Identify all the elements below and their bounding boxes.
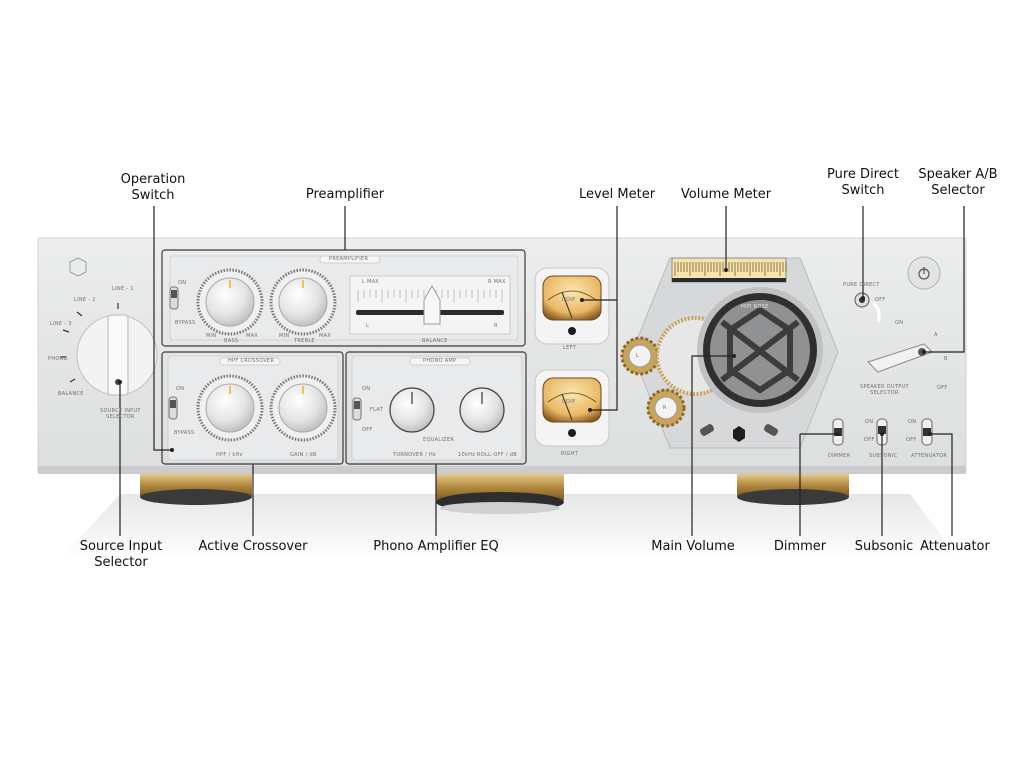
meter-left-label: LEFT [563,345,576,351]
dimmer-label: DIMMER [828,453,851,459]
gear-l-icon [620,336,660,376]
attenuator-off-label: OFF [906,437,917,443]
callout-level-meter: Level Meter [578,187,656,202]
callout-volume-meter: Volume Meter [680,187,772,202]
operation-switch-crossover [168,396,178,420]
power-button [907,256,941,290]
phono-panel-title: PHONO AMP [423,358,457,364]
floor-shelf [60,494,960,560]
leader-operation-switch [153,206,172,451]
leader-main-volume [691,355,734,536]
pure-direct-off-label: OFF [875,297,886,303]
foot-center [436,474,564,514]
source-input-selector [60,303,158,396]
source-label-line2: LINE - 2 [74,297,96,303]
source-label-phono: PHONO [48,356,68,362]
phono-off-label: OFF [362,427,373,433]
speaker-output-selector-label: SPEAKER OUTPUT SELECTOR [860,384,909,396]
callout-source-input-selector: Source Input Selector [79,539,163,570]
source-label-line1: LINE - 1 [112,286,134,292]
meter-left-face-label: DDIP [562,297,576,303]
subsonic-off-label: OFF [864,437,875,443]
flat-label: FLAT [370,407,384,413]
subsonic-label: SUBSONIC [869,453,898,459]
foot-left [140,469,252,505]
phono-on-label: ON [362,386,371,392]
callout-operation-switch: Operation Switch [120,172,186,203]
attenuator-on-label: ON [908,419,917,425]
callout-attenuator: Attenuator [920,539,990,554]
callout-speaker-ab-selector: Speaker A/B Selector [918,167,998,198]
source-label-balance: BALANCE [58,391,84,397]
attenuator-label: ATTENUATOR [911,453,948,459]
turnover-knob [389,387,435,433]
preamp-on-label: ON [178,280,187,286]
source-label-line3: LINE - 3 [50,321,72,327]
preamplifier-panel-title: PREAMPLIFIER [329,256,369,262]
bass-min-label: MIN [206,333,217,339]
treble-knob [269,268,337,336]
operation-switch-phono [352,397,362,421]
callout-subsonic: Subsonic [854,539,914,554]
attenuator-toggle [921,418,933,446]
pure-direct-label: PURE DIRECT [843,282,880,288]
hpf-label: HPF / kHz [216,452,243,458]
callout-phono-amplifier-eq: Phono Amplifier EQ [373,539,499,554]
main-volume-knob [697,287,823,413]
balance-slider [349,275,511,335]
level-meter-left [534,267,610,345]
callout-main-volume: Main Volume [651,539,735,554]
callout-preamplifier: Preamplifier [305,187,385,202]
gear-r-label: R [663,405,667,411]
preamp-bypass-label: BYPASS [175,320,196,326]
balance-r-label: R [494,323,498,329]
balance-label: BALANCE [422,338,448,344]
speaker-b-label: B [944,356,948,362]
brand-label: HIFI ROSE [741,304,769,310]
rolloff-knob [459,387,505,433]
rolloff-label: 10kHz ROLL-OFF / dB [458,452,517,458]
turnover-label: TURNOVER / Hz [393,452,436,458]
leader-attenuator [930,433,953,536]
gear-r-icon [646,388,686,428]
operation-switch-preamp [169,286,179,310]
equalizer-label: EQUALIZER [423,437,455,443]
bass-max-label: MAX [246,333,259,339]
treble-min-label: MIN [279,333,290,339]
balance-r-max-label: R MAX [488,279,506,285]
treble-label: TREBLE [294,338,315,344]
source-selector-label: SOURCE INPUT SELECTOR [100,408,141,420]
level-meter-right [534,369,610,447]
treble-max-label: MAX [319,333,332,339]
callout-pure-direct-switch: Pure Direct Switch [827,167,899,198]
speaker-off-label: OFF [937,385,948,391]
leader-speaker-ab [924,206,965,353]
balance-l-label: L [366,323,370,329]
bass-knob [196,268,264,336]
crossover-on-label: ON [176,386,185,392]
volume-meter [671,257,787,283]
gain-knob [269,374,337,442]
balance-l-max-label: L MAX [362,279,380,285]
gear-l-label: L [636,353,640,359]
callout-active-crossover: Active Crossover [198,539,308,554]
bass-label: BASS [224,338,239,344]
preamplifier-frame [161,249,526,347]
speaker-a-label: A [934,332,938,338]
meter-right-label: RIGHT [561,451,579,457]
hpf-knob [196,374,264,442]
hex-button-icon [733,426,745,442]
pure-direct-on-label: ON [895,320,904,326]
brand-logo-icon [69,257,87,277]
subsonic-on-label: ON [865,419,874,425]
crossover-bypass-label: BYPASS [174,430,195,436]
gain-label: GAIN / dB [290,452,317,458]
crossover-panel-title: HPF CROSSOVER [228,358,275,364]
callout-dimmer: Dimmer [773,539,827,554]
meter-right-face-label: DDIP [562,399,576,405]
foot-right [737,474,849,505]
leader-level-meter-2 [590,300,618,411]
